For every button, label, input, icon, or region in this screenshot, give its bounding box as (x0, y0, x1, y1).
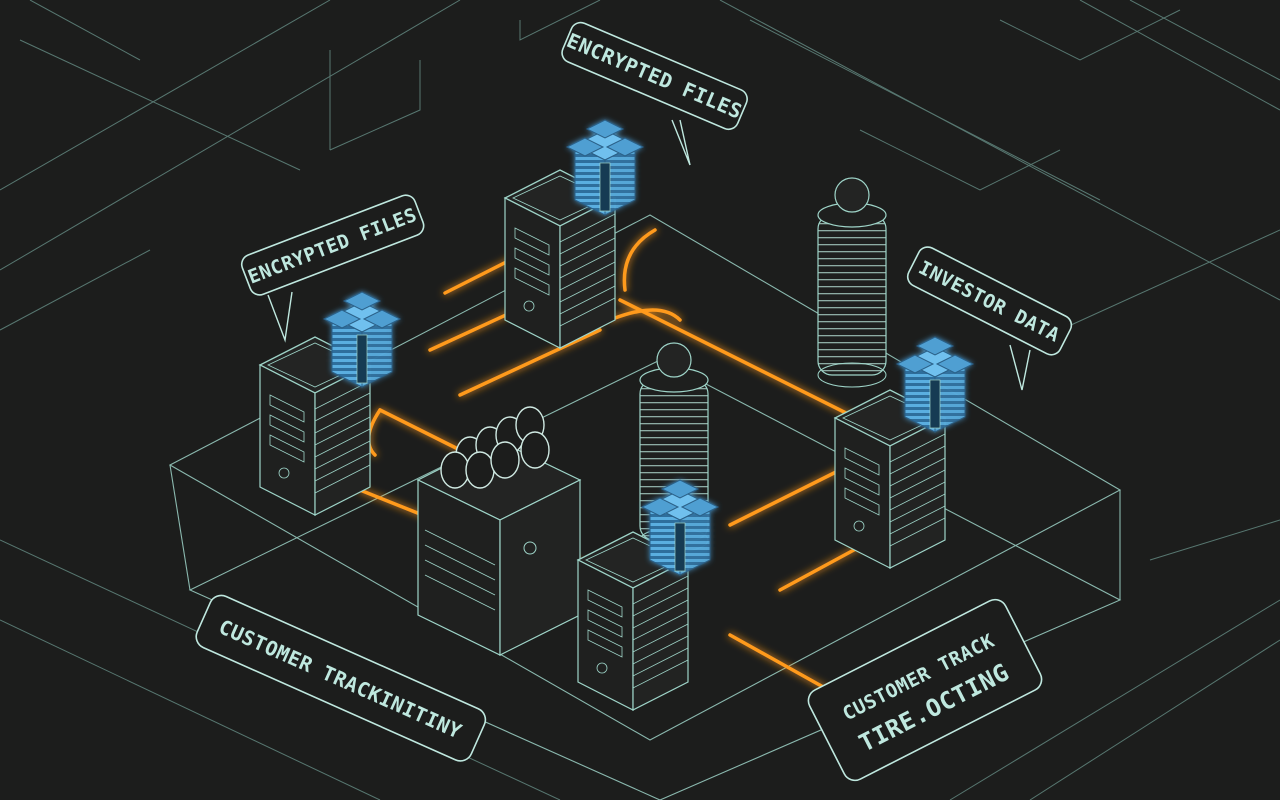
storage-cube-left (324, 292, 400, 387)
label-encrypted-files-top: ENCRYPTED FILES (563, 28, 746, 124)
callout-customer-tracking-right: CUSTOMER TRACK TIRE.OCTING (804, 596, 1045, 785)
database-tower-back (818, 178, 886, 387)
label-customer-tracking-left: CUSTOMER TRACKINITINY (215, 615, 465, 744)
storage-cube-right (897, 337, 973, 432)
storage-cube-top (567, 120, 643, 215)
label-investor-data: INVESTOR DATA (915, 257, 1063, 347)
coil-device (418, 407, 580, 655)
